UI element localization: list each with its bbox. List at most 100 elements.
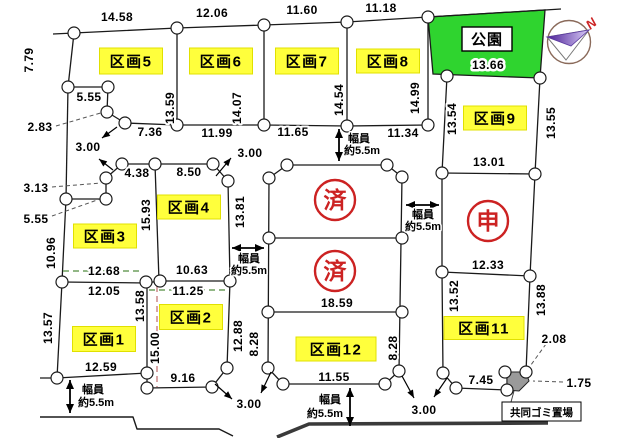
boundary-line (441, 172, 536, 175)
plot-label-text: 区画4 (168, 200, 211, 217)
vertex-marker (261, 361, 275, 375)
plot-label: 区画11 (443, 316, 525, 340)
dimension-text: 14.07 (230, 92, 244, 124)
plot-label: 区画12 (295, 336, 377, 362)
dimension-text: 2.08 (542, 332, 567, 346)
vertex-marker (170, 21, 184, 35)
setback-arrow (98, 158, 114, 171)
boundary-line (441, 271, 531, 277)
dimension-text: 3.13 (24, 181, 49, 195)
vertex-marker (115, 157, 129, 171)
road-edge (40, 416, 234, 437)
dimension-text: 18.59 (321, 296, 353, 310)
garbage-label-box (501, 401, 582, 422)
plot-label: 区画4 (157, 194, 221, 220)
status-text: 済 (324, 258, 348, 284)
plot-label-box (463, 105, 527, 131)
compass-north-label: N (583, 14, 600, 32)
plot-label-box (275, 47, 339, 75)
dimension-text: 11.65 (277, 125, 308, 139)
plot-label-text: 区画2 (170, 310, 213, 327)
vertex-marker (59, 192, 73, 206)
vertex-marker (392, 364, 406, 378)
plot-label-box (99, 47, 163, 75)
vertex-marker (380, 158, 394, 172)
vertex-marker (140, 366, 154, 380)
vertex-marker (170, 118, 184, 132)
road-width-text: 幅員 (238, 251, 260, 265)
plot-label: 区画8 (356, 48, 420, 74)
dimension-text: 4.38 (125, 166, 150, 180)
vertex-marker (139, 275, 153, 289)
garbage-label-text: 共同ゴミ置場 (510, 406, 573, 419)
dimension-text: 7.79 (22, 48, 36, 73)
dimension-text: 15.00 (148, 332, 162, 364)
dimension-text: 12.59 (85, 360, 117, 374)
road-width-text: 幅員 (319, 392, 341, 406)
boundary-line (67, 32, 75, 88)
arrowhead (346, 388, 354, 397)
arrowhead (232, 244, 241, 252)
plot-label: 区画6 (189, 47, 253, 75)
vertex-marker (449, 381, 463, 395)
vertex-marker (223, 274, 237, 288)
dimension-text: 13.81 (233, 196, 247, 228)
dimension-text: 8.28 (247, 332, 261, 357)
vertex-marker (101, 80, 115, 94)
leader-line (51, 182, 102, 188)
dimension-text: 8.28 (386, 336, 400, 361)
boundary-line (68, 86, 126, 124)
vertex-marker (280, 158, 294, 172)
arrowhead (346, 417, 354, 426)
status-mark: 済 (313, 178, 357, 222)
dimension-text: 15.93 (139, 199, 153, 231)
vertex-marker (118, 116, 132, 130)
leader-line (527, 343, 547, 370)
dimension-text: 14.99 (408, 82, 422, 114)
vertex-marker (500, 383, 514, 397)
boundary-line (52, 8, 562, 35)
vertex-marker (421, 118, 435, 132)
vertex-marker (206, 157, 220, 171)
road-width-text: 約5.5m (231, 263, 267, 277)
garbage-label: 共同ゴミ置場 (501, 401, 582, 422)
setback-arrow (214, 383, 233, 400)
dimension-text: 5.55 (77, 90, 102, 104)
vertex-marker (100, 105, 114, 119)
plot-label: 区画9 (463, 105, 527, 131)
vertex-marker (436, 366, 450, 380)
dimension-text: 10.63 (176, 263, 208, 277)
garbage-leader-line (510, 390, 515, 403)
status-mark: 済 (313, 249, 357, 293)
vertex-marker (528, 167, 542, 181)
vertex-marker (99, 171, 113, 185)
dimension-text: 3.00 (238, 146, 263, 160)
plot-label-box (157, 194, 221, 220)
arrowhead (261, 384, 268, 393)
vertex-marker (262, 231, 276, 245)
status-circle (313, 249, 357, 293)
plot-label-box (443, 316, 525, 340)
plot-label: 区画1 (72, 326, 136, 352)
arrowhead (434, 388, 442, 397)
dimension-text: 12.33 (472, 258, 504, 272)
vertex-marker (205, 380, 219, 394)
dimension-text: 12.06 (196, 6, 228, 20)
compass-ring (546, 19, 592, 65)
boundary-line (267, 164, 403, 385)
vertex-marker (153, 274, 167, 288)
vertex-marker (519, 365, 533, 379)
vertex-marker (262, 171, 276, 185)
status-text: 済 (324, 187, 348, 213)
plot-label-box (295, 336, 377, 362)
boundary-line (61, 280, 230, 284)
plot-label-box (189, 47, 253, 75)
dimension-text: 13.88 (534, 284, 548, 316)
plot-label: 区画2 (159, 304, 223, 330)
vertex-marker (99, 192, 113, 206)
plot-label-text: 区画8 (367, 54, 410, 71)
dimension-text: 11.25 (172, 284, 203, 298)
dimension-text: 9.16 (171, 371, 196, 385)
